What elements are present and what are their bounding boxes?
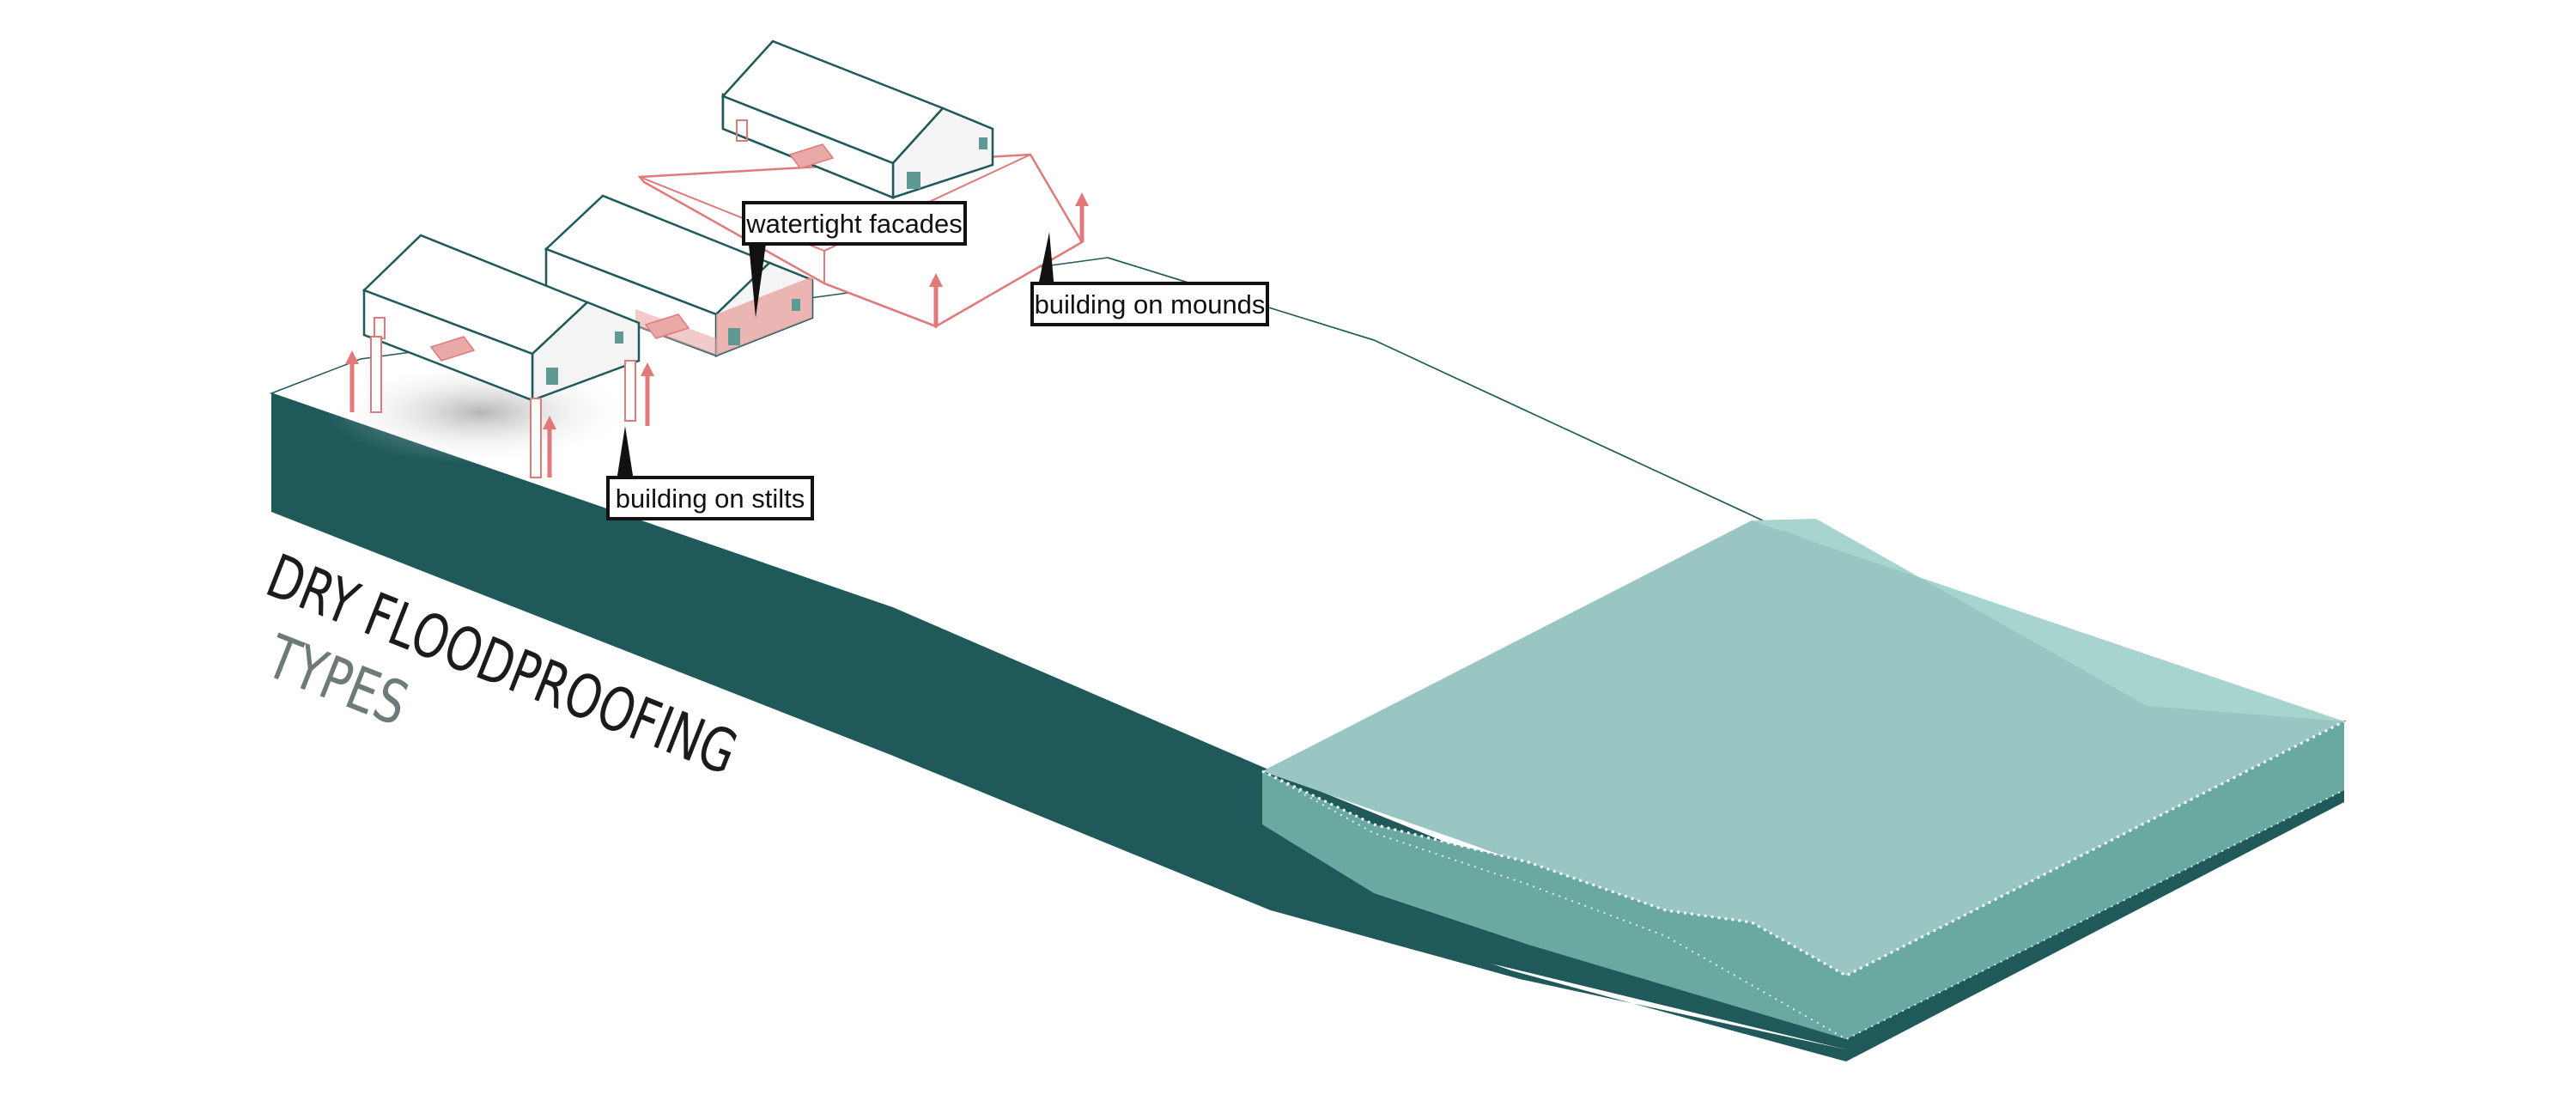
facade-house-window — [728, 328, 740, 345]
house-watertight — [544, 194, 814, 357]
water-surface-far — [1752, 519, 2344, 721]
stilt-2 — [530, 398, 542, 478]
mound-house-facade — [721, 94, 895, 199]
facade-house-window-2 — [792, 299, 800, 311]
stilts-house-window-2 — [615, 332, 623, 344]
water-waterline — [1261, 720, 2345, 977]
house-on-stilts — [326, 234, 641, 478]
callout-building-on-mounds: building on mounds — [1030, 232, 1269, 326]
arrow-up-icon — [345, 350, 359, 412]
callout-pointer-icon — [1037, 232, 1054, 290]
flood-arrows — [345, 192, 1089, 478]
mound-house-window-2 — [907, 172, 920, 189]
water-body — [1261, 519, 2345, 1041]
label-building-on-stilts: building on stilts — [616, 484, 805, 514]
label-watertight-facades: watertight facades — [745, 209, 963, 239]
stilts-house-window — [546, 368, 558, 385]
water-right-side — [1846, 721, 2344, 1039]
arrow-up-icon — [929, 273, 943, 326]
label-building-on-mounds: building on mounds — [1035, 289, 1266, 319]
stilt-1 — [370, 336, 382, 413]
mound-house-door — [736, 119, 748, 142]
water-front-side — [1262, 771, 1846, 1039]
stilts-house-sofa — [429, 336, 476, 362]
mound-house-window — [979, 137, 987, 149]
callout-watertight-facades: watertight facades — [742, 201, 967, 318]
stilt-3 — [624, 360, 636, 422]
arrow-up-icon — [641, 362, 654, 426]
mound-house-sofa — [788, 143, 835, 169]
callout-building-on-stilts: building on stilts — [606, 426, 814, 520]
callout-pointer-icon — [749, 244, 766, 318]
terrain-right-edge — [1846, 790, 2344, 1061]
callout-pointer-icon — [617, 426, 634, 481]
arrow-up-icon — [1075, 192, 1089, 242]
facade-house-sofa — [644, 313, 690, 339]
arrow-up-icon — [543, 416, 556, 478]
